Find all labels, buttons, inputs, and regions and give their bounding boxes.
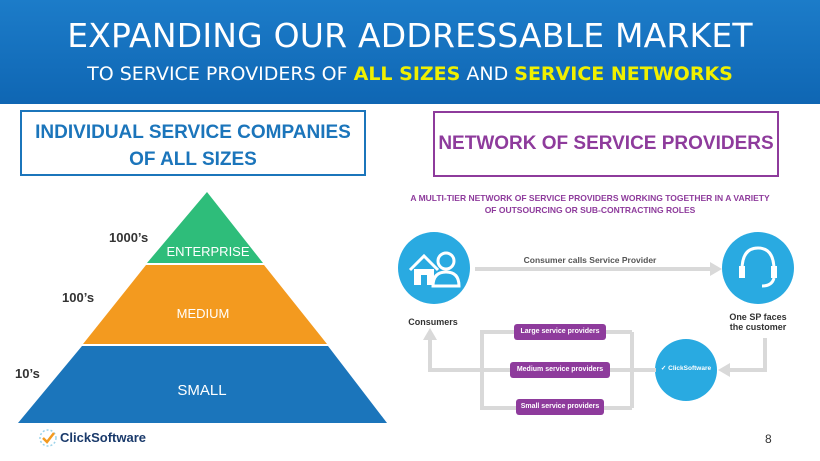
clicksoftware-hub-circle — [655, 339, 717, 401]
network-description-line-2: OF OUTSOURCING OR SUB-CONTRACTING ROLES — [484, 205, 696, 215]
tier-count-small: 10’s — [15, 366, 40, 381]
one-sp-label-line-1: One SP faces — [729, 312, 787, 322]
sp-to-hub-connector — [728, 338, 767, 372]
slide-subtitle: TO SERVICE PROVIDERS OF ALL SIZES AND SE… — [0, 63, 820, 85]
consumers-label: Consumers — [408, 317, 458, 327]
tier-label-small: SMALL — [177, 382, 226, 399]
network-return-arrowhead — [423, 328, 437, 340]
subtitle-part-1: TO SERVICE PROVIDERS OF — [87, 63, 354, 85]
individual-companies-heading: INDIVIDUAL SERVICE COMPANIES OF ALL SIZE… — [20, 110, 366, 176]
header-banner: EXPANDING OUR ADDRESSABLE MARKET TO SERV… — [0, 0, 820, 104]
sp-to-hub-arrowhead — [718, 363, 730, 377]
pyramid-tier-enterprise — [147, 192, 263, 263]
slide-title: EXPANDING OUR ADDRESSABLE MARKET — [67, 16, 753, 55]
one-sp-label: One SP faces the customer — [718, 312, 798, 332]
tier-count-enterprise: 1000’s — [109, 230, 149, 245]
consumer-to-sp-arrowhead — [710, 262, 722, 276]
logo-word-software: Software — [91, 430, 146, 445]
individual-heading-line-2: OF ALL SIZES — [129, 149, 257, 170]
network-description-line-1: A MULTI-TIER NETWORK OF SERVICE PROVIDER… — [410, 193, 770, 203]
provider-pill-small: Small service providers — [516, 399, 604, 415]
provider-pill-medium: Medium service providers — [510, 362, 610, 378]
pyramid-tier-medium — [83, 265, 327, 344]
network-diagram — [398, 232, 794, 410]
one-sp-label-line-2: the customer — [729, 322, 787, 332]
network-bracket — [480, 330, 656, 410]
consumer-calls-label: Consumer calls Service Provider — [523, 255, 657, 265]
hub-label: ✓ ClickSoftware — [655, 364, 717, 372]
check-icon: ✓ — [660, 365, 669, 372]
subtitle-highlight-sizes: ALL SIZES — [353, 63, 461, 85]
house-person-icon — [408, 251, 461, 288]
size-pyramid: ENTERPRISE MEDIUM SMALL — [18, 192, 387, 423]
network-heading: NETWORK OF SERVICE PROVIDERS — [433, 111, 779, 177]
network-return-line — [428, 338, 482, 372]
service-provider-circle — [722, 232, 794, 304]
logo-word-click: Click — [60, 430, 92, 445]
tier-count-medium: 100’s — [62, 290, 95, 305]
network-description: A MULTI-TIER NETWORK OF SERVICE PROVIDER… — [390, 192, 790, 216]
headset-icon — [739, 246, 777, 288]
individual-heading-line-1: INDIVIDUAL SERVICE COMPANIES — [35, 122, 351, 143]
logo-check-icon — [39, 429, 57, 447]
pyramid-tier-small — [18, 346, 387, 423]
tier-label-enterprise: ENTERPRISE — [166, 244, 249, 259]
logo-wordmark: ClickSoftware — [60, 430, 146, 445]
hub-label-text: ClickSoftware — [668, 365, 712, 372]
tier-label-medium: MEDIUM — [177, 306, 230, 321]
subtitle-highlight-networks: SERVICE NETWORKS — [514, 63, 733, 85]
provider-pill-large: Large service providers — [514, 324, 606, 340]
subtitle-part-2: AND — [460, 63, 515, 85]
page-number: 8 — [765, 432, 772, 446]
